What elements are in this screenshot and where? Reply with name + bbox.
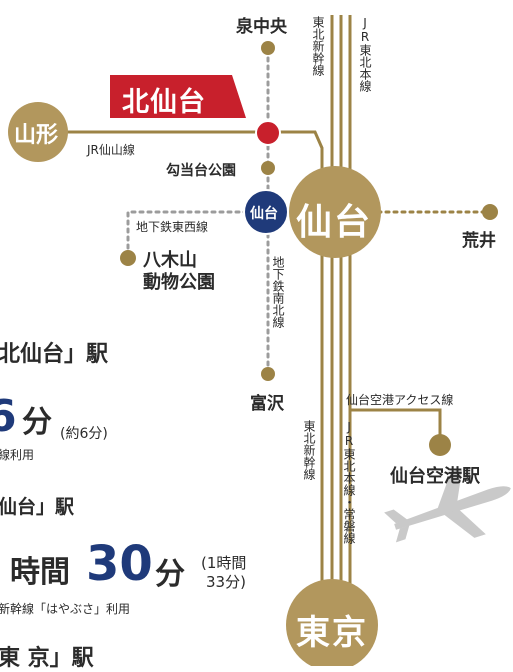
line-jr-tohoku-top: JR東北本線 [358,16,372,92]
izumichuo-dot [261,41,275,55]
yamagata-circle [8,102,68,162]
airport-dot [429,434,451,456]
station-tomizawa: 富沢 [250,394,284,414]
line-jr-tohoku-joban-bottom: JR東北本線・常磐線 [342,420,356,544]
route1-title: 北仙台」駅 [0,342,109,367]
sendai-subway-circle [243,189,289,235]
route2-approx-1: (1時間 [201,554,247,572]
route2-approx-2: 33分) [206,573,246,591]
airport-access-line [350,408,442,440]
route1-approx: (約6分) [60,426,108,442]
kitasendai-banner [110,75,246,118]
arai-dot [482,204,498,220]
koutoudai-dot [261,161,275,175]
route2-minutes-unit: 分 [155,557,185,592]
route1-minutes: 6 [0,391,17,442]
kitasendai-dot [255,120,281,146]
station-tokyo: 東京 [296,613,368,653]
jr-main-lines [320,15,352,610]
route2-hours-unit: 時間 [10,555,70,590]
tomizawa-dot [261,367,275,381]
line-tohoku-shinkansen-bottom: 東北新幹線 [302,420,316,480]
station-arai: 荒井 [462,231,496,251]
station-yagiyama-1: 八木山 [143,250,197,271]
line-airport-access: 仙台空港アクセス線 [346,393,454,407]
station-kitasendai: 北仙台 [122,87,206,118]
yagiyama-dot [120,250,136,266]
line-nanboku: 地下鉄南北線 [271,256,285,328]
tokyo-circle [286,579,378,666]
station-koutoudai: 勾当台公園 [166,163,236,179]
route1-note: 線利用 [0,448,35,462]
route3-title: 東 京」駅 [0,646,94,671]
station-yamagata: 山形 [14,123,59,148]
route1-unit: 分 [22,405,52,440]
route2-title: 仙台」駅 [0,496,75,518]
senzan-line [50,130,324,185]
station-sendai-subway: 仙台 [250,206,278,222]
airplane-icon [384,468,511,543]
tozai-line [126,210,490,258]
station-sendai-airport: 仙台空港駅 [390,466,480,487]
station-yagiyama-2: 動物公園 [143,272,215,293]
route2-minutes: 30 [86,536,153,592]
line-tozai: 地下鉄東西線 [136,220,209,234]
line-jr-senzan: JR仙山線 [87,143,135,157]
station-sendai: 仙台 [296,202,373,243]
sendai-circle [289,166,381,258]
route2-note: 新幹線「はやぶさ」利用 [0,602,131,616]
station-izumichuo: 泉中央 [236,17,287,37]
line-tohoku-shinkansen-top: 東北新幹線 [311,16,325,76]
